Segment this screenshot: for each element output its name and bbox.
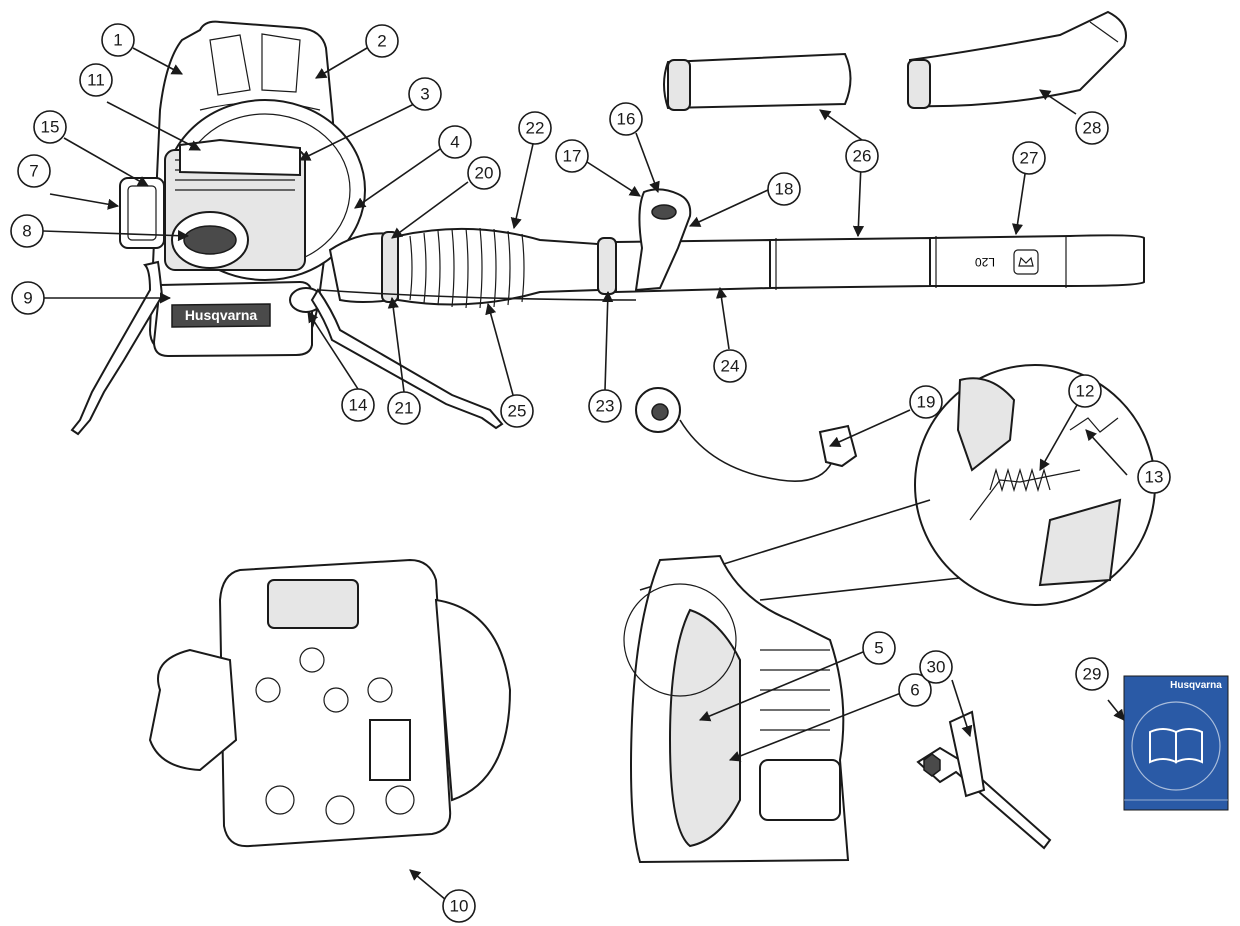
svg-text:13: 13 bbox=[1145, 468, 1164, 487]
tube-assembly: L20 bbox=[319, 188, 1145, 309]
callout-26: 26 bbox=[845, 139, 879, 173]
tube-nozzle bbox=[929, 234, 1145, 287]
callout-17: 17 bbox=[555, 139, 589, 173]
control-handle bbox=[634, 188, 692, 292]
svg-text:4: 4 bbox=[450, 133, 459, 152]
svg-text:8: 8 bbox=[22, 222, 31, 241]
callout-4: 4 bbox=[438, 125, 472, 159]
husqvarna-crown-icon bbox=[1013, 249, 1039, 275]
svg-text:27: 27 bbox=[1020, 149, 1039, 168]
callout-8: 8 bbox=[10, 214, 44, 248]
callout-10: 10 bbox=[442, 889, 476, 923]
callout-7: 7 bbox=[17, 154, 51, 188]
svg-text:22: 22 bbox=[526, 119, 545, 138]
callout-25: 25 bbox=[500, 394, 534, 428]
svg-text:29: 29 bbox=[1083, 665, 1102, 684]
flexible-hose bbox=[397, 227, 599, 306]
flat-nozzle-28 bbox=[907, 10, 1127, 109]
callout-15: 15 bbox=[33, 110, 67, 144]
callout-19: 19 bbox=[909, 385, 943, 419]
svg-text:16: 16 bbox=[617, 110, 636, 129]
callout-3: 3 bbox=[408, 77, 442, 111]
svg-text:5: 5 bbox=[874, 639, 883, 658]
callout-1: 1 bbox=[101, 23, 135, 57]
callout-21: 21 bbox=[387, 391, 421, 425]
svg-text:7: 7 bbox=[29, 162, 38, 181]
leader-lines bbox=[42, 47, 1128, 901]
svg-text:14: 14 bbox=[349, 396, 368, 415]
svg-text:9: 9 bbox=[23, 289, 32, 308]
right-shoulder-strap bbox=[310, 288, 504, 430]
callout-28: 28 bbox=[1075, 111, 1109, 145]
hose-corrugations bbox=[409, 227, 525, 309]
callout-2: 2 bbox=[365, 24, 399, 58]
svg-text:10: 10 bbox=[450, 897, 469, 916]
callout-18: 18 bbox=[767, 172, 801, 206]
round-nozzle-26 bbox=[663, 52, 852, 111]
control-cable bbox=[319, 289, 637, 301]
hose-clamp-right bbox=[597, 237, 617, 295]
callouts: 1 2 3 4 5 6 7 8 9 10 11 12 13 14 15 16 1… bbox=[10, 23, 1171, 923]
callout-13: 13 bbox=[1137, 460, 1171, 494]
tank-brand-label: Husqvarna bbox=[185, 307, 258, 323]
callout-23: 23 bbox=[588, 389, 622, 423]
spring-coil bbox=[989, 467, 1051, 493]
svg-text:26: 26 bbox=[853, 147, 872, 166]
callout-30: 30 bbox=[919, 650, 953, 684]
callout-29: 29 bbox=[1075, 657, 1109, 691]
spark-plug-boot bbox=[635, 387, 858, 482]
underside-view bbox=[148, 558, 512, 848]
tube-marking: L20 bbox=[975, 255, 995, 269]
svg-text:28: 28 bbox=[1083, 119, 1102, 138]
detail-zoom-circle bbox=[639, 364, 1156, 606]
svg-text:19: 19 bbox=[917, 393, 936, 412]
air-filter-cover bbox=[119, 177, 165, 249]
manual-brand-label: Husqvarna bbox=[1170, 680, 1222, 691]
svg-text:21: 21 bbox=[395, 399, 414, 418]
svg-text:20: 20 bbox=[475, 164, 494, 183]
cutaway-view bbox=[623, 554, 850, 864]
book-icon bbox=[1149, 728, 1203, 764]
left-shoulder-strap bbox=[70, 260, 164, 436]
svg-text:6: 6 bbox=[910, 681, 919, 700]
combination-wrench bbox=[916, 710, 1052, 850]
callout-20: 20 bbox=[467, 156, 501, 190]
operator-manual: Husqvarna bbox=[1123, 675, 1229, 811]
svg-text:2: 2 bbox=[377, 32, 386, 51]
hose-clamp-left bbox=[381, 231, 399, 303]
svg-text:3: 3 bbox=[420, 85, 429, 104]
svg-text:15: 15 bbox=[41, 118, 60, 137]
callout-22: 22 bbox=[518, 111, 552, 145]
svg-text:18: 18 bbox=[775, 180, 794, 199]
callout-14: 14 bbox=[341, 388, 375, 422]
svg-text:1: 1 bbox=[113, 31, 122, 50]
callout-24: 24 bbox=[713, 349, 747, 383]
svg-text:12: 12 bbox=[1076, 382, 1095, 401]
callout-6: 6 bbox=[898, 673, 932, 707]
svg-text:25: 25 bbox=[508, 402, 527, 421]
blower-unit: Husqvarna bbox=[70, 20, 504, 436]
tube-mid bbox=[769, 236, 931, 290]
callout-12: 12 bbox=[1068, 374, 1102, 408]
callout-5: 5 bbox=[862, 631, 896, 665]
callout-27: 27 bbox=[1012, 141, 1046, 175]
callout-16: 16 bbox=[609, 102, 643, 136]
callout-11: 11 bbox=[79, 63, 113, 97]
svg-text:24: 24 bbox=[721, 357, 740, 376]
callout-9: 9 bbox=[11, 281, 45, 315]
svg-text:17: 17 bbox=[563, 147, 582, 166]
svg-text:23: 23 bbox=[596, 397, 615, 416]
svg-text:11: 11 bbox=[87, 71, 105, 90]
svg-text:30: 30 bbox=[927, 658, 946, 677]
underside-holes bbox=[255, 647, 415, 825]
